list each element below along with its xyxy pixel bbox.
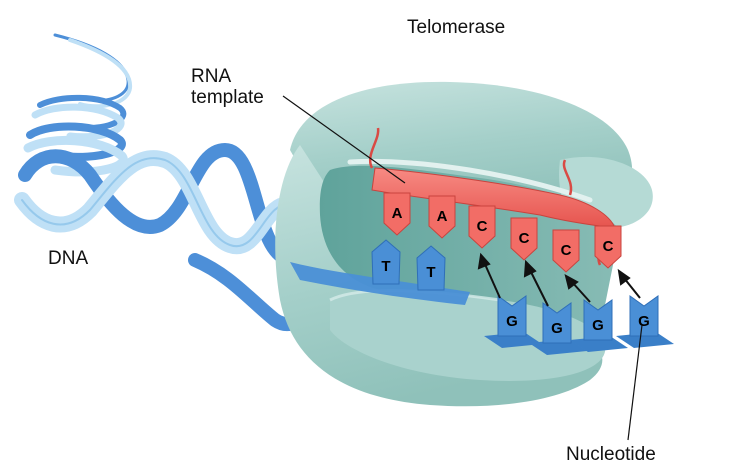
rna-template-leader-line — [282, 95, 406, 184]
arrow-1 — [477, 252, 501, 299]
arrow-4 — [617, 268, 641, 299]
rna-base-6: C — [594, 225, 622, 269]
rna-base-1: A — [383, 192, 411, 236]
rna-base-2: A — [428, 195, 456, 239]
rna-label-line1: RNA — [191, 66, 232, 87]
nucleotide-letter: G — [551, 320, 563, 337]
dna-base-letter: T — [381, 258, 390, 275]
rna-label-line2: template — [191, 87, 264, 108]
nucleotide-2: G — [529, 302, 587, 355]
rna-base-letter: C — [477, 218, 488, 235]
rna-base-letter: A — [392, 205, 403, 222]
rna-base-letter: C — [603, 238, 614, 255]
nucleotide-arrows — [477, 252, 641, 307]
rna-base-letter: C — [519, 230, 530, 247]
nucleotide-letter: G — [506, 313, 518, 330]
dna-base-2: T — [416, 245, 446, 291]
rna-base-4: C — [510, 217, 538, 261]
telomerase-label: Telomerase — [407, 17, 506, 38]
nucleotide-4: G — [616, 295, 674, 348]
dna-label: DNA — [48, 248, 89, 269]
nucleotide-3: G — [570, 299, 628, 352]
dna-base-1: T — [371, 239, 401, 285]
arrow-3 — [564, 274, 591, 303]
nucleotide-1: G — [484, 295, 542, 348]
rna-bases: A A C C C C — [383, 192, 622, 273]
rna-base-letter: C — [561, 242, 572, 259]
rna-base-letter: A — [437, 208, 448, 225]
rna-template-label: RNA template — [191, 66, 264, 108]
nucleotide-letter: G — [592, 317, 604, 334]
rna-base-3: C — [468, 205, 496, 249]
nucleotide-leader-line — [627, 324, 643, 441]
rna-base-5: C — [552, 229, 580, 273]
arrow-2 — [523, 259, 549, 307]
nucleotide-label: Nucleotide — [566, 444, 656, 465]
dna-base-letter: T — [426, 264, 435, 281]
nucleotide-letter: G — [638, 313, 650, 330]
